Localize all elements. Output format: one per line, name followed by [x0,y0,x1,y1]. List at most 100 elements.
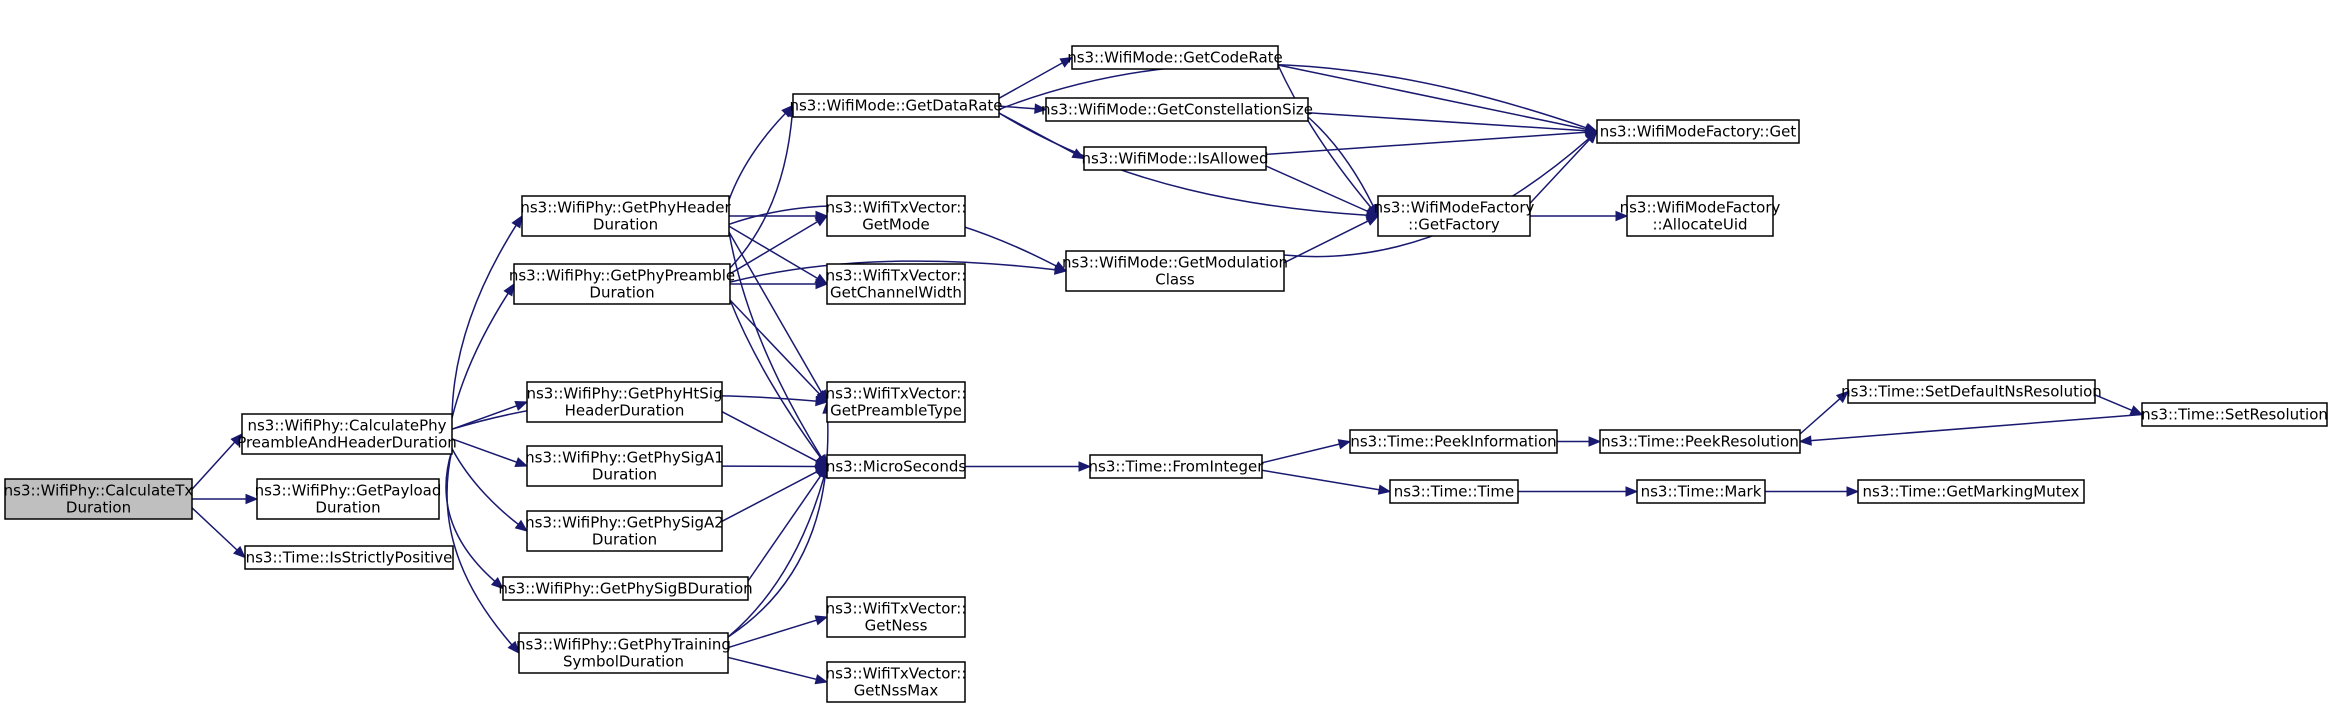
node-box [526,381,723,423]
arrowhead-icon [514,400,529,411]
edge-line [1307,116,1374,207]
edge-line [727,476,825,638]
node-label: Duration [592,466,657,484]
edge-line [1261,443,1340,464]
arrowhead-icon [233,545,246,559]
node-is-allowed[interactable]: ns3::WifiMode::IsAllowed [1081,146,1269,171]
node-label: ns3::Time::PeekInformation [1350,433,1556,451]
node-set-res[interactable]: ns3::Time::SetResolution [2141,402,2328,427]
edge-time-time-to-mark [1518,486,1639,497]
edge-training-to-preamble-type [727,400,833,638]
node-nssmax[interactable]: ns3::WifiTxVector::GetNssMax [826,661,967,703]
node-calc-pre[interactable]: ns3::WifiPhy::CalculatePhyPreambleAndHea… [237,413,457,455]
node-label: Duration [589,284,654,302]
edge-training-to-nssmax [727,656,829,685]
node-is-pos[interactable]: ns3::Time::IsStrictlyPositive [244,545,454,570]
node-alloc-uid[interactable]: ns3::WifiModeFactory::AllocateUid [1620,195,1781,237]
node-chwidth[interactable]: ns3::WifiTxVector::GetChannelWidth [826,263,967,305]
node-label: ns3::WifiTxVector:: [826,385,967,403]
edge-calc-pre-to-siga2 [451,448,529,532]
edge-line [451,405,517,430]
arrowhead-icon [1059,56,1074,68]
node-box [526,510,723,552]
node-box [1847,379,2096,404]
edge-line [451,292,509,419]
node-label: ns3::WifiPhy::GetPhyPreamble [509,267,735,285]
node-get-data-rate[interactable]: ns3::WifiMode::GetDataRate [789,93,1003,118]
node-training[interactable]: ns3::WifiPhy::GetPhyTrainingSymbolDurati… [516,632,731,674]
node-label: ns3::Time::SetResolution [2141,406,2328,424]
node-factory-get[interactable]: ns3::WifiModeFactory::Get [1596,119,1800,144]
node-label: ns3::WifiModeFactory [1374,199,1535,217]
node-box [826,596,966,638]
edge-line [1799,398,1841,435]
node-box [826,454,966,479]
node-label: ns3::WifiMode::GetCodeRate [1067,49,1283,67]
node-label: Duration [592,531,657,549]
node-label: ns3::WifiPhy::CalculateTx [4,482,194,500]
node-box [826,195,966,237]
node-box [826,661,966,703]
node-box [526,445,723,487]
node-from-integer[interactable]: ns3::Time::FromInteger [1089,454,1265,479]
edge-line [1529,138,1591,204]
node-const-size[interactable]: ns3::WifiMode::GetConstellationSize [1041,97,1313,122]
node-get-factory[interactable]: ns3::WifiModeFactory::GetFactory [1374,195,1535,237]
node-label: GetNess [865,617,928,635]
arrowhead-icon [507,640,520,654]
edge-line [747,475,822,582]
edge-calc-pre-to-training [446,449,520,654]
node-box [521,195,730,237]
node-time-time[interactable]: ns3::Time::Time [1389,479,1519,504]
edge-line [1265,131,1587,156]
edge-line [998,62,1063,99]
edge-mark-to-marking-mutex [1765,486,1860,497]
node-label: GetNssMax [854,682,939,700]
edge-line [721,411,818,463]
edge-line [1810,413,2143,442]
arrowhead-icon [1835,390,1849,404]
node-preamble-type[interactable]: ns3::WifiTxVector::GetPreambleType [826,381,967,423]
node-peek-res[interactable]: ns3::Time::PeekResolution [1599,429,1801,454]
node-label: ns3::WifiPhy::GetPhySigA2 [525,514,724,532]
node-ness[interactable]: ns3::WifiTxVector::GetNess [826,596,967,638]
node-set-default-ns[interactable]: ns3::Time::SetDefaultNsResolution [1841,379,2102,404]
node-box [1065,250,1285,292]
arrowhead-icon [1365,215,1380,226]
node-box [256,478,440,520]
edge-line [998,105,1036,110]
edge-line [728,231,823,393]
node-label: Duration [315,499,380,517]
edge-is-allowed-to-get-factory [1265,165,1380,217]
node-label: Class [1155,271,1195,289]
node-mark[interactable]: ns3::Time::Mark [1636,479,1766,504]
node-getmode[interactable]: ns3::WifiTxVector::GetMode [826,195,967,237]
edge-from-integer-to-peek-info [1261,439,1352,464]
node-sigb[interactable]: ns3::WifiPhy::GetPhySigBDuration [498,576,753,601]
node-label: ::GetFactory [1408,216,1500,234]
node-label: ns3::WifiTxVector:: [826,199,967,217]
edge-htsig-to-microseconds [721,411,829,468]
node-peek-info[interactable]: ns3::Time::PeekInformation [1349,429,1558,454]
node-label: ns3::Time::Mark [1641,483,1762,501]
edge-line [727,619,817,649]
node-label: ns3::WifiPhy::GetPhyTraining [516,636,731,654]
edge-line [727,656,817,681]
arrowhead-icon [814,215,829,227]
node-microseconds[interactable]: ns3::MicroSeconds [826,454,967,479]
arrowhead-icon [815,390,828,403]
node-code-rate[interactable]: ns3::WifiMode::GetCodeRate [1067,45,1283,70]
arrowhead-icon [814,615,829,626]
node-box [1045,97,1309,122]
node-label: ns3::WifiModeFactory [1620,199,1781,217]
node-marking-mutex[interactable]: ns3::Time::GetMarkingMutex [1857,479,2085,504]
